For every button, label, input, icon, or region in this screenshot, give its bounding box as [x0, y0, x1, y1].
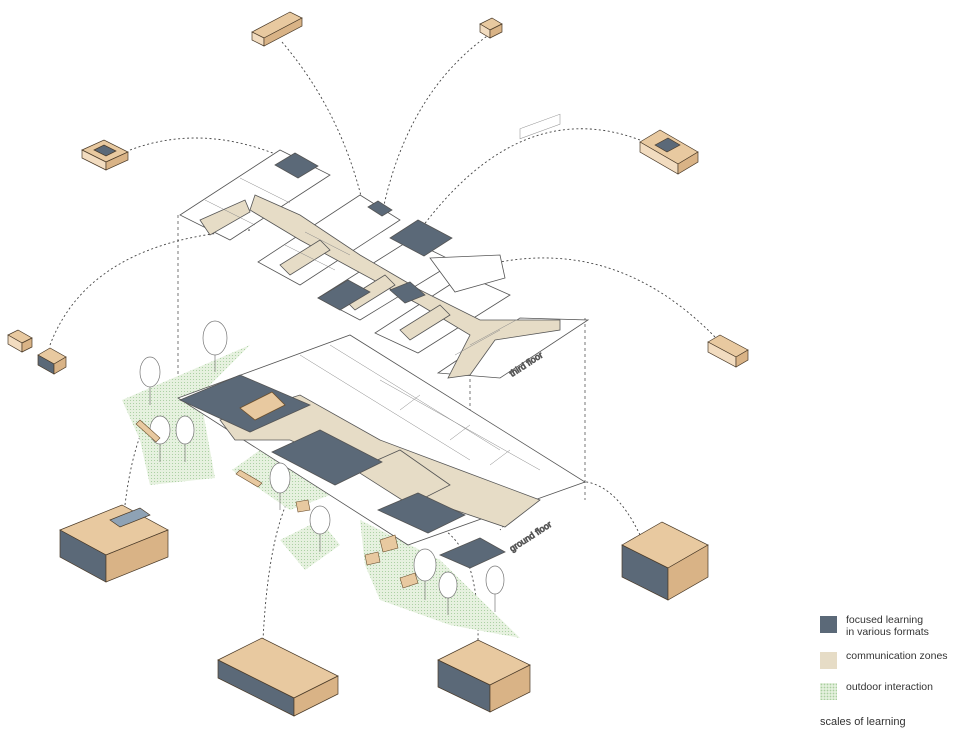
corridor-branch-c — [344, 274, 396, 311]
third-focused-2 — [367, 200, 393, 217]
legend-title: scales of learning — [820, 716, 906, 728]
ground-focused-1 — [179, 374, 311, 433]
legend-outdoor-label: outdoor interaction — [846, 681, 933, 693]
legend-item-communication: communication zones — [820, 650, 955, 669]
stair-object — [239, 391, 286, 421]
room-top-center — [479, 17, 503, 39]
room-right-upper — [639, 129, 699, 175]
wing-6 — [429, 254, 506, 293]
room-bottom-left — [59, 504, 169, 583]
third-floor-plan: third floor — [179, 113, 590, 379]
legend-focused-line1: focused learning — [846, 614, 924, 626]
ground-floor-plan: ground floor — [122, 334, 586, 638]
focused-swatch — [820, 616, 837, 633]
room-right-mid — [707, 334, 749, 368]
room-bottom-center-left — [217, 637, 339, 717]
third-focused-4 — [317, 279, 371, 311]
corridor-branch-a — [199, 199, 251, 236]
room-top-left — [251, 11, 303, 47]
room-bottom-right — [621, 521, 709, 601]
legend: focused learning in various formats comm… — [820, 614, 955, 712]
outdoor-swatch — [820, 683, 837, 700]
connector-left-mid — [49, 229, 251, 346]
connector-right-mid — [499, 257, 716, 338]
third-focused-1 — [274, 152, 319, 179]
ground-focused-4 — [438, 537, 506, 569]
corridor-branch-d — [399, 304, 451, 341]
room-left-mid-a — [7, 329, 33, 353]
legend-item-outdoor: outdoor interaction — [820, 681, 955, 700]
ground-floor-label: ground floor — [508, 519, 554, 554]
third-focused-3 — [389, 219, 453, 257]
connector-right-upper — [419, 128, 641, 231]
outdoor-patch-3 — [280, 520, 340, 570]
legend-focused-line2: in various formats — [846, 626, 929, 638]
room-left-mid-b — [37, 347, 67, 375]
benches — [135, 419, 419, 589]
legend-communication-label: communication zones — [846, 650, 948, 662]
outdoor-patch-1 — [122, 345, 250, 485]
ground-focused-3 — [377, 492, 466, 534]
room-bottom-center-right — [437, 639, 531, 713]
third-focused-5 — [389, 281, 426, 304]
room-models — [7, 11, 749, 717]
corridor-branch-b — [279, 239, 331, 276]
connector-top-center — [383, 33, 491, 206]
room-left-upper — [81, 139, 129, 171]
legend-item-focused: focused learning in various formats — [820, 614, 955, 638]
communication-swatch — [820, 652, 837, 669]
ground-focused-2 — [271, 429, 383, 486]
